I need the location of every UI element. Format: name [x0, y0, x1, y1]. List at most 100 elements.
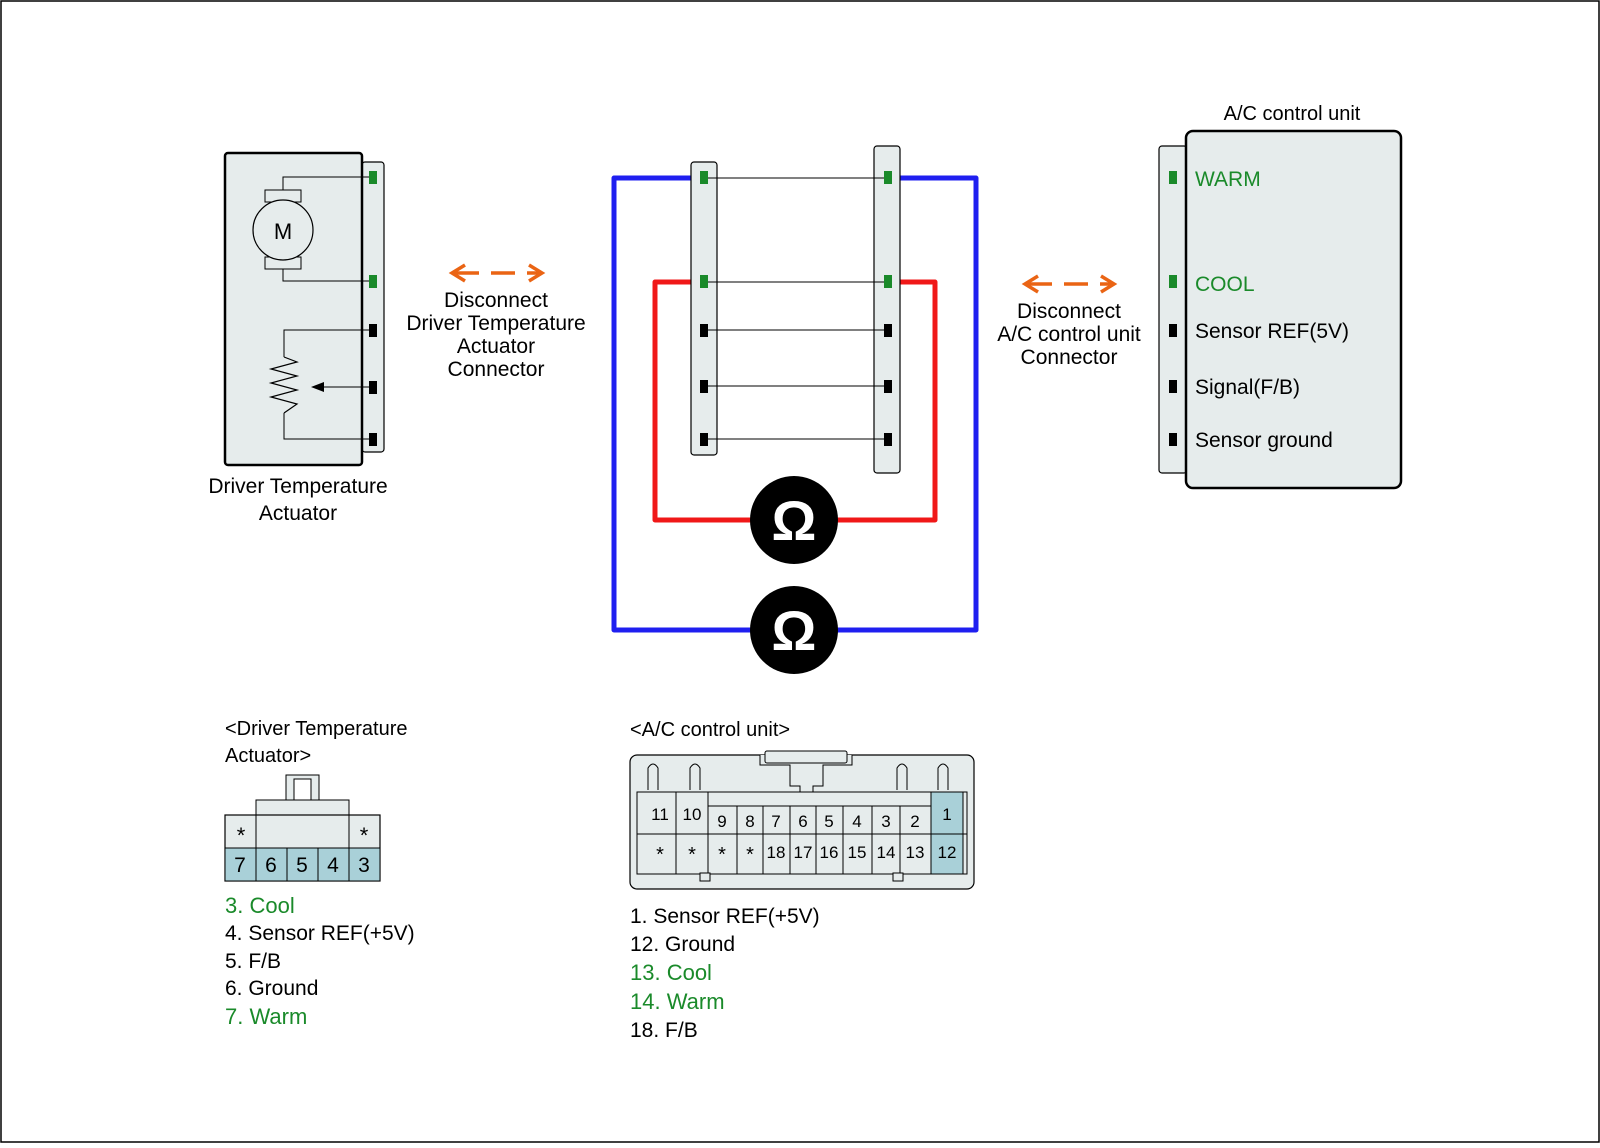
actuator-pin-number: 6: [265, 854, 277, 877]
acu-pin-number: 7: [771, 812, 780, 831]
disconnect-right-arrow-right-icon: [1100, 274, 1118, 294]
disconnect-right-line1: Disconnect: [1017, 300, 1121, 323]
actuator-pin-number: 3: [358, 854, 370, 877]
actuator-connector-top-pin: *: [237, 823, 246, 848]
actuator-connector-bottom-row: 7 6 5 4 3: [224, 847, 381, 882]
harness-right-pin-ref: [884, 324, 892, 337]
acu-connector-rib: [647, 763, 659, 790]
acu-pin-number: 12: [938, 843, 957, 862]
acu-legend-item: 1. Sensor REF(+5V): [630, 905, 820, 928]
ohmmeter-red-icon: [750, 476, 838, 564]
motor-icon: [252, 199, 314, 261]
ac-unit-pin-ref: [1169, 324, 1177, 337]
disconnect-left-line3: Actuator: [457, 335, 535, 358]
pot-wire-top: [283, 329, 369, 357]
ohmmeter-blue-symbol: Ω: [772, 599, 817, 662]
acu-pin-number: 13: [906, 843, 925, 862]
harness-connector-left: [690, 161, 718, 456]
acu-legend-item: 14. Warm: [630, 989, 725, 1014]
driver-temp-actuator: M Driver Temperature Actuator: [208, 151, 388, 525]
actuator-connector-top-pin: *: [360, 823, 369, 848]
acu-pin-number: 14: [877, 843, 896, 862]
actuator-connector-strip: [361, 161, 385, 453]
acu-pin-number: 6: [798, 812, 807, 831]
acu-pin-number: *: [746, 844, 754, 866]
harness-left-pin-signal: [700, 380, 708, 393]
harness-right-pin-signal: [884, 380, 892, 393]
acu-legend-item: 18. F/B: [630, 1019, 698, 1042]
actuator-pin-signal: [369, 381, 377, 394]
harness-left-pin-ground: [700, 433, 708, 446]
acu-pin-number: 1: [942, 805, 951, 824]
acu-pin-number: 17: [794, 843, 813, 862]
actuator-pin-number: 7: [234, 854, 246, 877]
acu-pin-number: 2: [910, 812, 919, 831]
acu-pin-number: *: [688, 844, 696, 866]
ac-unit-pin-warm: [1169, 171, 1177, 184]
actuator-connector-header-line2: Actuator>: [225, 745, 311, 767]
acu-connector-face: <A/C control unit>: [629, 719, 975, 1042]
acu-pin-number: 15: [848, 843, 867, 862]
ac-unit-label-ref: Sensor REF(5V): [1195, 320, 1349, 343]
disconnect-left-line1: Disconnect: [444, 289, 548, 312]
actuator-caption-line1: Driver Temperature: [208, 475, 387, 498]
disconnect-right-line2: A/C control unit: [997, 323, 1141, 346]
acu-connector-rib: [896, 763, 908, 790]
acu-pin-number: 10: [683, 805, 702, 824]
actuator-pin-ground: [369, 433, 377, 446]
disconnect-left-arrow-left-icon: [448, 263, 466, 283]
actuator-connector-header-line1: <Driver Temperature: [225, 718, 407, 740]
actuator-legend-item: 3. Cool: [225, 893, 295, 918]
ohmmeter-red-symbol: Ω: [772, 489, 817, 552]
ac-unit-label-signal: Signal(F/B): [1195, 376, 1300, 399]
acu-connector-grid: [675, 792, 932, 874]
disconnect-left-arrow-right-icon: [528, 263, 546, 283]
acu-legend-item: 13. Cool: [630, 960, 712, 985]
harness-right-pin-cool: [884, 275, 892, 288]
harness-connector-right: [873, 145, 901, 474]
acu-connector-rib: [937, 763, 949, 790]
acu-pin-number: 16: [820, 843, 839, 862]
acu-pin-number: 18: [767, 843, 786, 862]
actuator-pin-number: 5: [296, 854, 308, 877]
acu-connector-tab: [892, 872, 904, 882]
disconnect-left-line4: Connector: [448, 358, 545, 381]
actuator-pin-cell: [224, 847, 257, 882]
actuator-pin-number: 4: [327, 854, 339, 877]
acu-pin-number: 5: [824, 812, 833, 831]
disconnect-left-line2: Driver Temperature: [406, 312, 585, 335]
harness-left-pin-cool: [700, 275, 708, 288]
ac-unit-pin-cool: [1169, 275, 1177, 288]
actuator-connector-face: <Driver Temperature Actuator> * * 7 6 5 …: [224, 718, 415, 1029]
ac-unit-pin-ground: [1169, 433, 1177, 446]
acu-pin-number: 8: [745, 812, 754, 831]
pot-wire-bottom: [283, 413, 369, 440]
acu-pin-number: 11: [651, 805, 669, 824]
harness-left-pin-warm: [700, 171, 708, 184]
ac-unit-body: [1184, 129, 1403, 490]
ac-unit-label-cool: COOL: [1195, 273, 1255, 296]
disconnect-right-line3: Connector: [1021, 346, 1118, 369]
harness-right-pin-ground: [884, 433, 892, 446]
acu-connector-header: <A/C control unit>: [630, 719, 790, 741]
acu-connector-top-row: 11 10 9 8 7 6 5 4 3 2 1: [651, 805, 952, 831]
actuator-pin-cell: [348, 847, 381, 882]
acu-pin-number: 4: [852, 812, 861, 831]
actuator-pin-warm: [369, 171, 377, 184]
potentiometer-icon: [268, 356, 300, 414]
actuator-legend-item: 5. F/B: [225, 950, 281, 973]
ac-unit-connector-strip: [1158, 145, 1188, 474]
acu-pin-number: 3: [881, 812, 890, 831]
acu-connector-rib: [689, 763, 701, 790]
wiper-arrow-icon: [311, 382, 324, 392]
actuator-pin-cell: [286, 847, 319, 882]
actuator-pin-ref: [369, 324, 377, 337]
acu-pin-number: *: [656, 844, 664, 866]
harness-right-pin-warm: [884, 171, 892, 184]
disconnect-right-arrow-left-icon: [1021, 274, 1039, 294]
ac-control-unit: A/C control unit WARM COOL Sensor REF(5V…: [1158, 103, 1403, 490]
actuator-legend-item: 4. Sensor REF(+5V): [225, 922, 415, 945]
acu-pin-number: *: [718, 844, 726, 866]
